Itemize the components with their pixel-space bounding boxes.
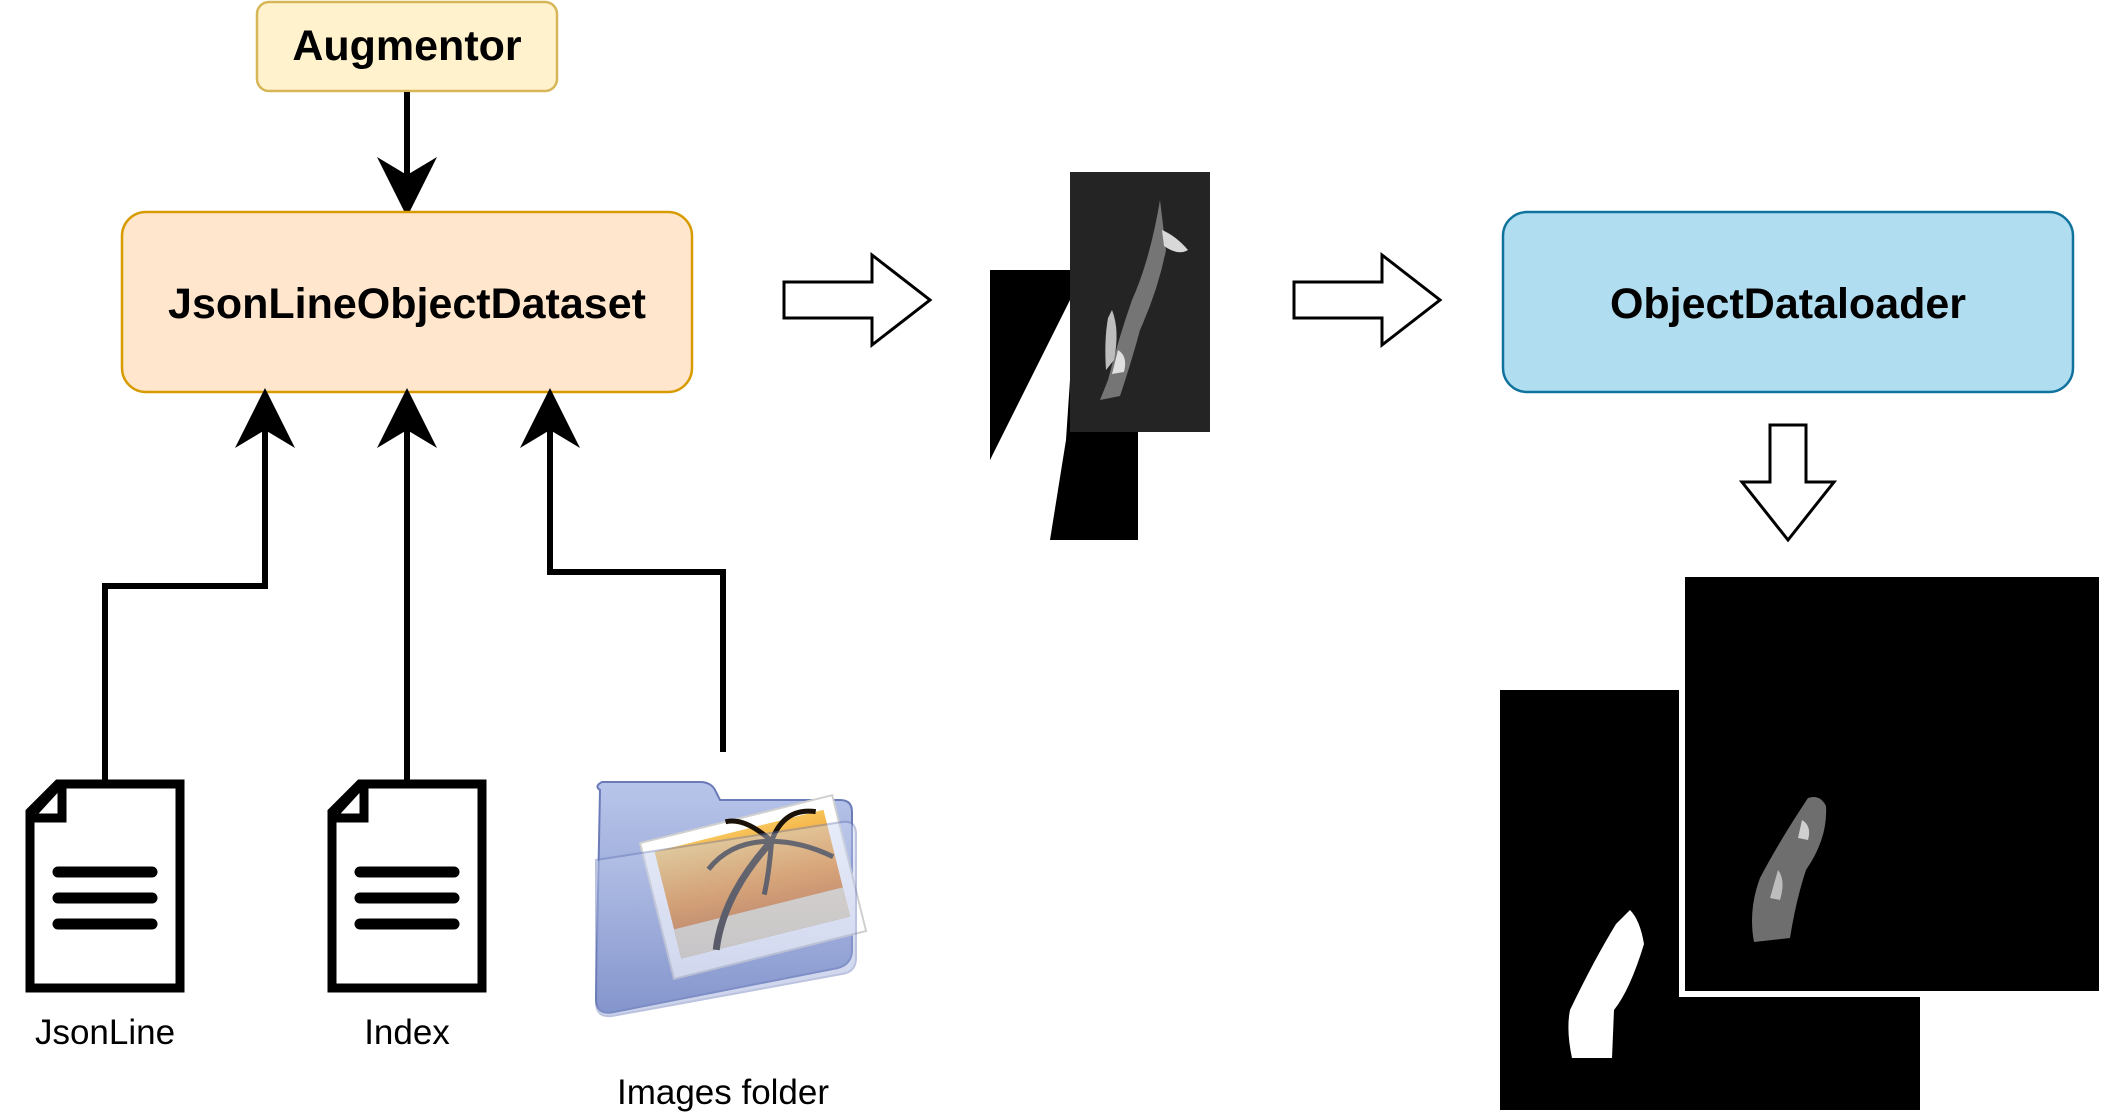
images-source: Images folder bbox=[594, 781, 868, 1112]
dataloader-output-sample bbox=[1500, 571, 2105, 1110]
jsonline-source: JsonLine bbox=[25, 779, 185, 1052]
dataloader-node: ObjectDataloader bbox=[1501, 210, 2075, 394]
index-caption: Index bbox=[364, 1013, 450, 1052]
dataset-output-sample bbox=[990, 172, 1210, 540]
dataloader-output-arrow bbox=[1738, 423, 1838, 543]
jsonline-to-dataset-edge bbox=[102, 388, 295, 782]
dataloader-box bbox=[1501, 210, 2075, 394]
images-caption: Images folder bbox=[617, 1073, 829, 1112]
dataloader-label: ObjectDataloader bbox=[1610, 280, 1966, 328]
jsonline-caption: JsonLine bbox=[35, 1013, 175, 1052]
augmentor-box bbox=[255, 0, 559, 93]
padded-crop-image bbox=[1679, 571, 2105, 997]
images-to-dataset-edge bbox=[520, 388, 726, 752]
augmentor-node: Augmentor bbox=[255, 0, 559, 93]
dataset-output-arrow bbox=[782, 251, 933, 349]
index-source: Index bbox=[327, 779, 487, 1052]
document-icon bbox=[327, 779, 487, 993]
image-folder-icon bbox=[594, 781, 868, 1018]
dataloader-input-arrow bbox=[1292, 251, 1443, 349]
crop-image bbox=[1070, 172, 1210, 432]
dataset-node: JsonLineObjectDataset bbox=[120, 210, 694, 394]
augmentor-label: Augmentor bbox=[292, 22, 522, 70]
dataset-label: JsonLineObjectDataset bbox=[168, 280, 646, 328]
document-icon bbox=[25, 779, 185, 993]
